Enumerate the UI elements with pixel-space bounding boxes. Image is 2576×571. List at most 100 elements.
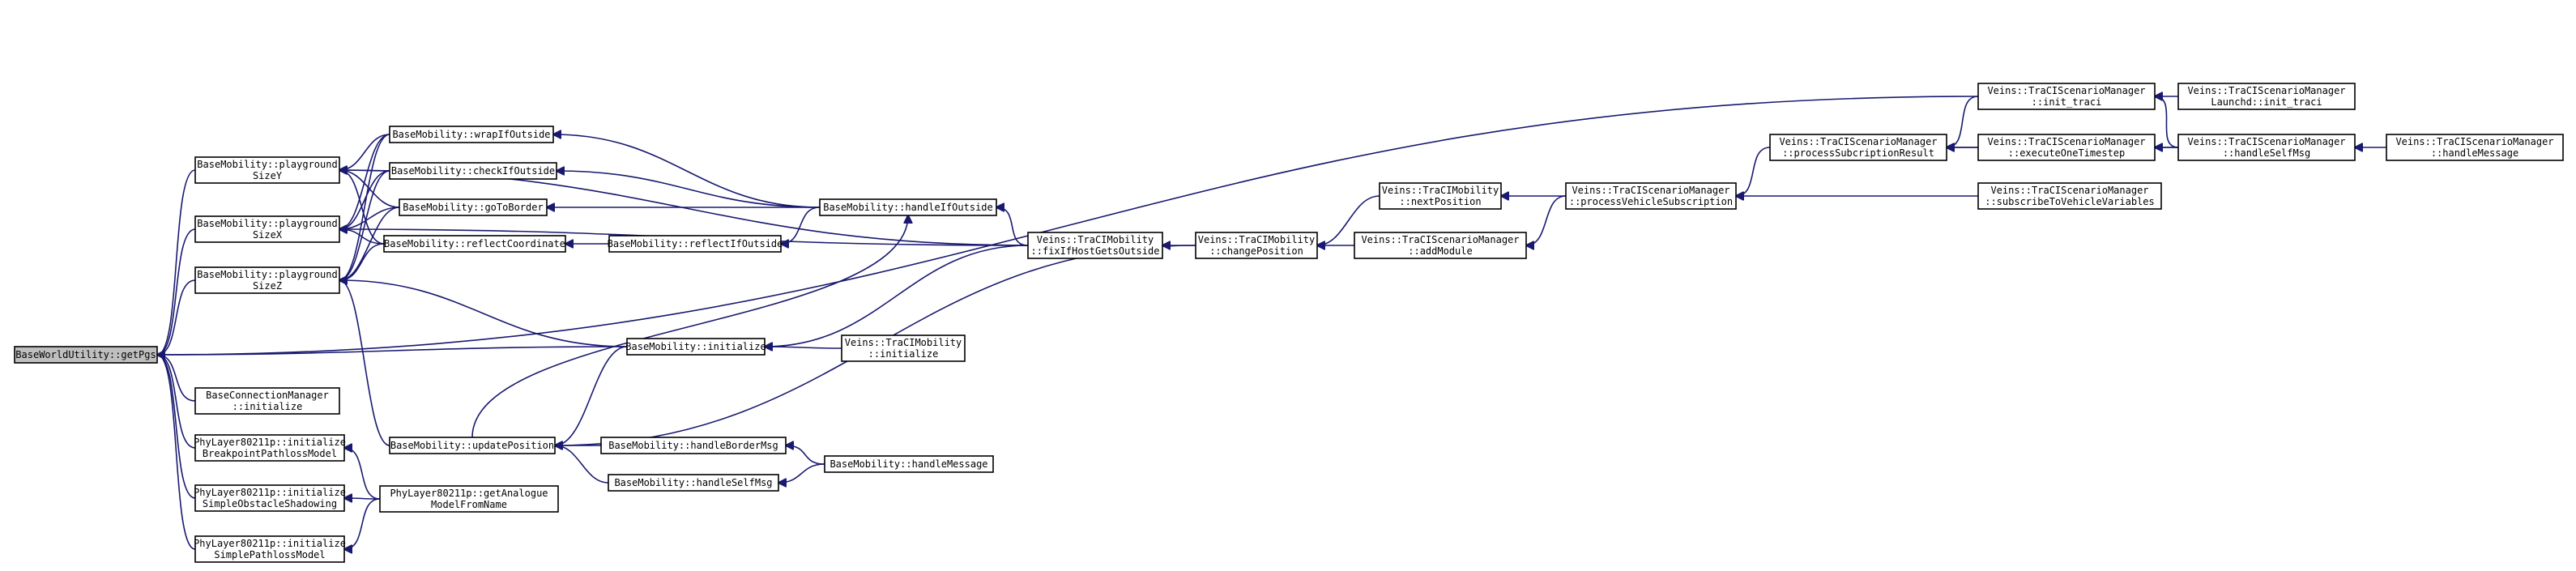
edge-wrapIf-to-sizeZ bbox=[339, 134, 390, 280]
node-label-reflectIf-0: BaseMobility::reflectIfOutside bbox=[608, 238, 783, 249]
node-label-tsmHandleSelf-0: Veins::TraCIScenarioManager bbox=[2187, 136, 2345, 147]
node-handleSelf[interactable]: BaseMobility::handleSelfMsg bbox=[608, 474, 779, 492]
node-updatePos[interactable]: BaseMobility::updatePosition bbox=[389, 437, 556, 454]
node-box-reflectCoord[interactable] bbox=[383, 235, 566, 253]
node-box-handleBorder[interactable] bbox=[600, 437, 787, 454]
node-tsmHandleSelf[interactable]: Veins::TraCIScenarioManager::handleSelfM… bbox=[2177, 134, 2356, 161]
node-checkIf[interactable]: BaseMobility::checkIfOutside bbox=[389, 162, 557, 180]
node-box-bmHandleMsg[interactable] bbox=[824, 455, 994, 473]
node-reflectCoord[interactable]: BaseMobility::reflectCoordinate bbox=[383, 235, 566, 253]
node-box-phyShadow[interactable] bbox=[194, 484, 345, 512]
node-box-phyBreak[interactable] bbox=[194, 434, 345, 462]
node-box-traciInit[interactable] bbox=[841, 335, 966, 362]
node-fixIf[interactable]: Veins::TraCIMobility::fixIfHostGetsOutsi… bbox=[1027, 232, 1163, 259]
node-box-bmInit[interactable] bbox=[626, 338, 766, 356]
node-box-procVehSub[interactable] bbox=[1565, 182, 1737, 210]
node-box-getAnalogue[interactable] bbox=[379, 485, 559, 513]
node-reflectIf[interactable]: BaseMobility::reflectIfOutside bbox=[608, 235, 783, 253]
node-label-phyBreak-1: BreakpointPathlossModel bbox=[203, 448, 337, 459]
node-phyShadow[interactable]: PhyLayer80211p::initializeSimpleObstacle… bbox=[194, 484, 346, 512]
node-box-addModule[interactable] bbox=[1354, 232, 1527, 259]
edge-bcmInit-to-getPgs bbox=[157, 355, 196, 402]
node-goToBorder[interactable]: BaseMobility::goToBorder bbox=[399, 198, 548, 216]
node-label-addModule-1: ::addModule bbox=[1408, 245, 1472, 257]
node-label-procSubRes-0: Veins::TraCIScenarioManager bbox=[1779, 136, 1937, 147]
edge-tsmHandleSelf-to-initTraci bbox=[2155, 96, 2179, 148]
node-box-subVeh[interactable] bbox=[1977, 182, 2162, 210]
node-bmInit[interactable]: BaseMobility::initialize bbox=[625, 338, 766, 356]
node-label-phyShadow-0: PhyLayer80211p::initialize bbox=[194, 487, 346, 498]
node-box-launchInit[interactable] bbox=[2177, 83, 2356, 110]
node-box-sizeY[interactable] bbox=[194, 156, 340, 184]
node-box-fixIf[interactable] bbox=[1027, 232, 1163, 259]
node-box-bcmInit[interactable] bbox=[194, 387, 340, 415]
node-bmHandleMsg[interactable]: BaseMobility::handleMessage bbox=[824, 455, 994, 473]
node-box-sizeX[interactable] bbox=[194, 215, 340, 243]
node-execOne[interactable]: Veins::TraCIScenarioManager::executeOneT… bbox=[1977, 134, 2156, 161]
node-tsmHandleMsg[interactable]: Veins::TraCIScenarioManager::handleMessa… bbox=[2386, 134, 2564, 161]
node-box-wrapIf[interactable] bbox=[389, 126, 554, 143]
node-label-tsmHandleMsg-1: ::handleMessage bbox=[2431, 147, 2518, 159]
node-label-sizeZ-1: SizeZ bbox=[253, 280, 282, 292]
node-handleBorder[interactable]: BaseMobility::handleBorderMsg bbox=[600, 437, 787, 454]
node-nextPos[interactable]: Veins::TraCIMobility::nextPosition bbox=[1379, 182, 1502, 210]
node-label-fixIf-1: ::fixIfHostGetsOutside bbox=[1031, 245, 1160, 257]
node-box-sizeZ[interactable] bbox=[194, 266, 340, 294]
node-label-fixIf-0: Veins::TraCIMobility bbox=[1037, 234, 1154, 245]
node-box-nextPos[interactable] bbox=[1379, 182, 1502, 210]
node-label-getPgs-0: BaseWorldUtility::getPgs bbox=[15, 349, 156, 360]
node-bcmInit[interactable]: BaseConnectionManager::initialize bbox=[194, 387, 340, 415]
node-box-handleSelf[interactable] bbox=[608, 474, 779, 492]
node-label-handleSelf-0: BaseMobility::handleSelfMsg bbox=[614, 477, 772, 488]
node-box-getPgs[interactable] bbox=[14, 346, 158, 364]
node-procSubRes[interactable]: Veins::TraCIScenarioManager::processSubc… bbox=[1769, 134, 1947, 161]
node-wrapIf[interactable]: BaseMobility::wrapIfOutside bbox=[389, 126, 554, 143]
node-label-subVeh-0: Veins::TraCIScenarioManager bbox=[1990, 185, 2148, 196]
node-label-sizeY-1: SizeY bbox=[253, 170, 283, 181]
node-box-updatePos[interactable] bbox=[389, 437, 556, 454]
node-box-changePos[interactable] bbox=[1195, 232, 1318, 259]
edge-getAnalogue-to-phySimple bbox=[344, 498, 381, 549]
node-launchInit[interactable]: Veins::TraCIScenarioManagerLaunchd::init… bbox=[2177, 83, 2356, 110]
node-box-goToBorder[interactable] bbox=[399, 198, 548, 216]
edge-handleIf-to-reflectIf bbox=[781, 207, 821, 244]
node-box-phySimple[interactable] bbox=[194, 535, 345, 563]
node-initTraci[interactable]: Veins::TraCIScenarioManager::init_traci bbox=[1977, 83, 2156, 110]
node-box-handleIf[interactable] bbox=[819, 198, 997, 216]
node-box-tsmHandleSelf[interactable] bbox=[2177, 134, 2356, 161]
node-traciInit[interactable]: Veins::TraCIMobility::initialize bbox=[841, 335, 966, 362]
edge-reflectCoord-to-sizeZ bbox=[339, 243, 385, 280]
node-phyBreak[interactable]: PhyLayer80211p::initializeBreakpointPath… bbox=[194, 434, 346, 462]
node-box-execOne[interactable] bbox=[1977, 134, 2156, 161]
node-changePos[interactable]: Veins::TraCIMobility::changePosition bbox=[1195, 232, 1318, 259]
node-label-nextPos-0: Veins::TraCIMobility bbox=[1382, 185, 1499, 196]
node-subVeh[interactable]: Veins::TraCIScenarioManager::subscribeTo… bbox=[1977, 182, 2162, 210]
edge-checkIf-to-sizeZ bbox=[339, 170, 390, 280]
nodes-layer: BaseWorldUtility::getPgs BaseMobility::pl… bbox=[14, 83, 2564, 563]
node-box-reflectIf[interactable] bbox=[608, 235, 782, 253]
node-box-initTraci[interactable] bbox=[1977, 83, 2156, 110]
node-addModule[interactable]: Veins::TraCIScenarioManager::addModule bbox=[1354, 232, 1527, 259]
edge-updatePos-to-handleIf bbox=[471, 215, 908, 438]
edge-phyBreak-to-getPgs bbox=[157, 355, 196, 449]
node-label-traciInit-1: ::initialize bbox=[868, 348, 939, 360]
node-label-launchInit-0: Veins::TraCIScenarioManager bbox=[2187, 85, 2345, 96]
node-getPgs[interactable]: BaseWorldUtility::getPgs bbox=[14, 346, 158, 364]
node-box-procSubRes[interactable] bbox=[1769, 134, 1947, 161]
node-handleIf[interactable]: BaseMobility::handleIfOutside bbox=[819, 198, 997, 216]
edge-procVehSub-to-addModule bbox=[1526, 195, 1567, 245]
node-box-tsmHandleMsg[interactable] bbox=[2386, 134, 2564, 161]
node-label-phyBreak-0: PhyLayer80211p::initialize bbox=[194, 437, 346, 448]
node-label-getAnalogue-1: ModelFromName bbox=[431, 499, 507, 510]
edge-handleIf-to-wrapIf bbox=[553, 134, 821, 208]
node-label-reflectCoord-0: BaseMobility::reflectCoordinate bbox=[384, 238, 565, 249]
node-box-checkIf[interactable] bbox=[389, 162, 557, 180]
node-phySimple[interactable]: PhyLayer80211p::initializeSimplePathloss… bbox=[194, 535, 346, 563]
node-procVehSub[interactable]: Veins::TraCIScenarioManager::processVehi… bbox=[1565, 182, 1737, 210]
node-label-checkIf-0: BaseMobility::checkIfOutside bbox=[391, 165, 555, 177]
